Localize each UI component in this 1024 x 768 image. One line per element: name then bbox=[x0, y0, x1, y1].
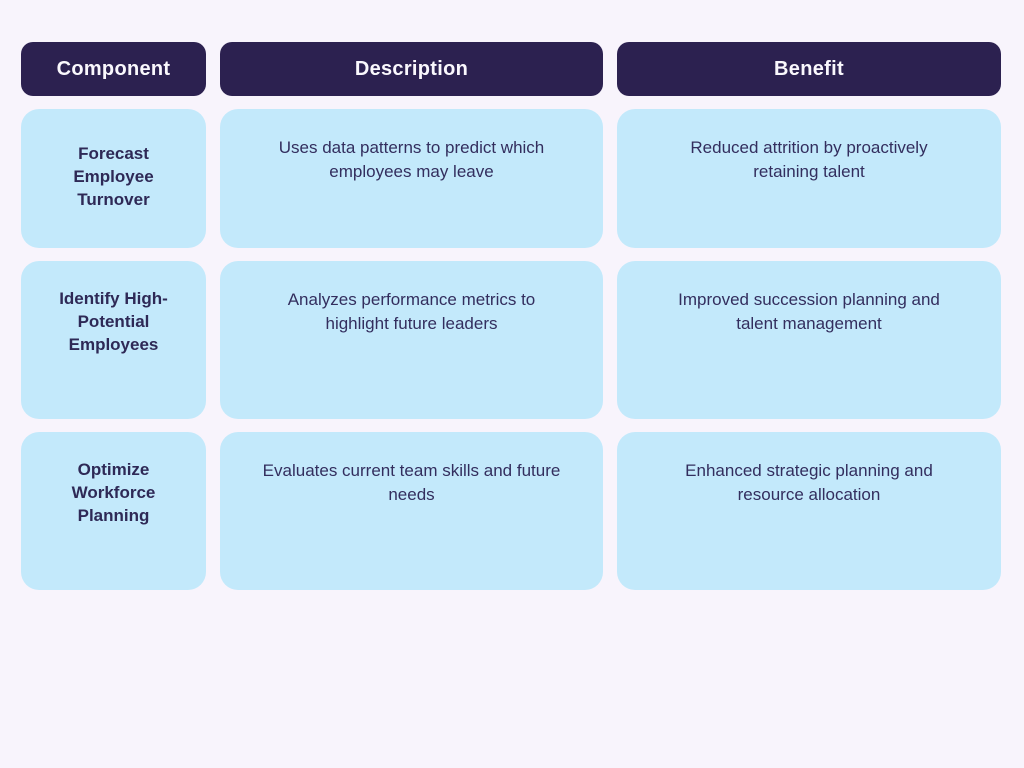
header-label-description: Description bbox=[354, 57, 469, 80]
header-label-component: Component bbox=[56, 57, 171, 80]
table-row-3-component-cell: Optimize Workforce Planning bbox=[21, 432, 206, 590]
header-cell-description: Description bbox=[220, 42, 603, 96]
description-text: Analyzes performance metrics to highligh… bbox=[287, 290, 536, 333]
component-text: Optimize Workforce Planning bbox=[71, 460, 156, 525]
benefit-text: Improved succession planning and talent … bbox=[678, 290, 940, 333]
description-text: Evaluates current team skills and future… bbox=[262, 461, 561, 504]
table-row-2-description-cell: Analyzes performance metrics to highligh… bbox=[220, 261, 603, 419]
table-row-3-benefit-cell: Enhanced strategic planning and resource… bbox=[617, 432, 1001, 590]
description-text: Uses data patterns to predict which empl… bbox=[278, 138, 545, 181]
table-row-1-component-cell: Forecast Employee Turnover bbox=[21, 109, 206, 248]
table-row-2-component-cell: Identify High-Potential Employees bbox=[21, 261, 206, 419]
comparison-table: Component Description Benefit Forecast E… bbox=[21, 42, 1001, 590]
table-row-2-benefit-cell: Improved succession planning and talent … bbox=[617, 261, 1001, 419]
header-cell-benefit: Benefit bbox=[617, 42, 1001, 96]
table-row-3-description-cell: Evaluates current team skills and future… bbox=[220, 432, 603, 590]
header-cell-component: Component bbox=[21, 42, 206, 96]
benefit-text: Enhanced strategic planning and resource… bbox=[685, 461, 933, 504]
component-text: Identify High-Potential Employees bbox=[59, 289, 168, 354]
table-row-1-benefit-cell: Reduced attrition by proactively retaini… bbox=[617, 109, 1001, 248]
benefit-text: Reduced attrition by proactively retaini… bbox=[690, 138, 928, 181]
table-row-1-description-cell: Uses data patterns to predict which empl… bbox=[220, 109, 603, 248]
component-text: Forecast Employee Turnover bbox=[73, 144, 154, 209]
header-label-benefit: Benefit bbox=[774, 57, 844, 80]
